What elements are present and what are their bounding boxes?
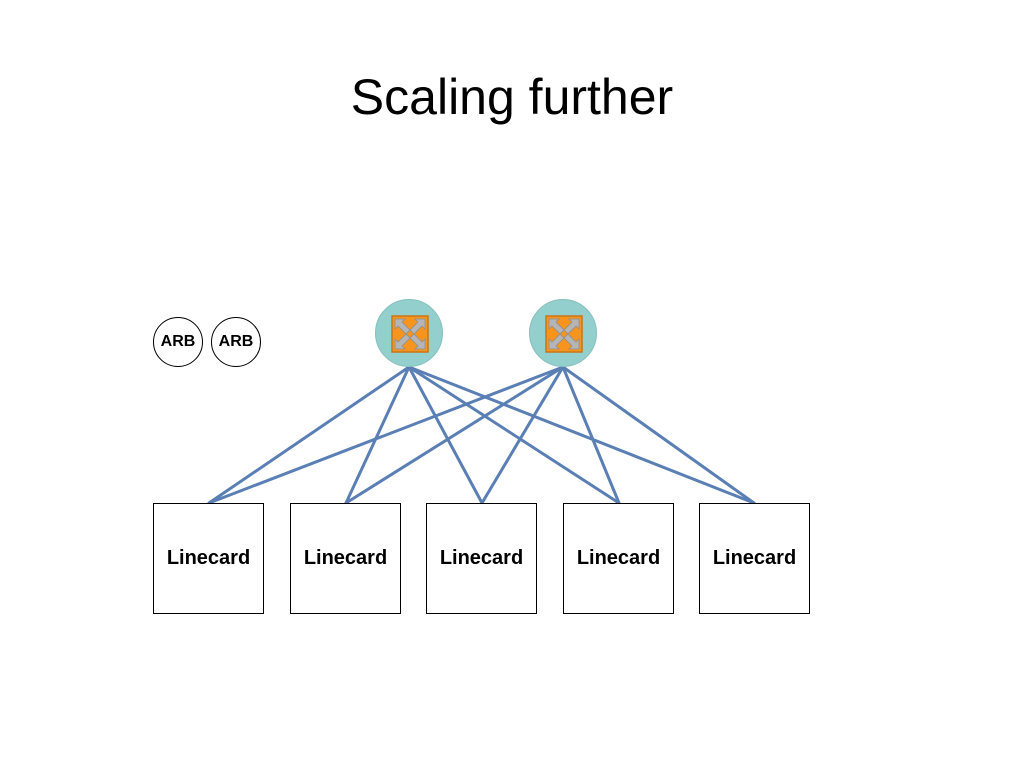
arbiter-label: ARB bbox=[160, 333, 196, 350]
linecard-2: Linecard bbox=[290, 503, 401, 614]
arbiter-1: ARB bbox=[153, 317, 203, 367]
link-s1-l1 bbox=[207, 365, 411, 505]
switch-node-2 bbox=[529, 299, 597, 367]
link-s2-l2 bbox=[344, 365, 565, 505]
link-s1-l4 bbox=[407, 365, 621, 505]
linecard-1: Linecard bbox=[153, 503, 264, 614]
linecard-label: Linecard bbox=[166, 547, 251, 569]
arbiter-label: ARB bbox=[218, 333, 254, 350]
crossbar-switch-icon bbox=[545, 315, 583, 353]
linecard-5: Linecard bbox=[699, 503, 810, 614]
switch-node-1 bbox=[375, 299, 443, 367]
slide-title: Scaling further bbox=[350, 69, 674, 125]
linecard-label: Linecard bbox=[303, 547, 388, 569]
link-s2-l1 bbox=[207, 365, 565, 505]
link-s2-l5 bbox=[561, 365, 756, 505]
arbiter-2: ARB bbox=[211, 317, 261, 367]
link-s1-l5 bbox=[407, 365, 756, 505]
linecard-label: Linecard bbox=[712, 547, 797, 569]
link-s2-l3 bbox=[480, 365, 565, 505]
linecard-4: Linecard bbox=[563, 503, 674, 614]
linecard-3: Linecard bbox=[426, 503, 537, 614]
link-s2-l4 bbox=[561, 365, 621, 505]
crossbar-switch-icon bbox=[391, 315, 429, 353]
link-s1-l3 bbox=[407, 365, 484, 505]
link-s1-l2 bbox=[344, 365, 411, 505]
linecard-label: Linecard bbox=[439, 547, 524, 569]
linecard-label: Linecard bbox=[576, 547, 661, 569]
